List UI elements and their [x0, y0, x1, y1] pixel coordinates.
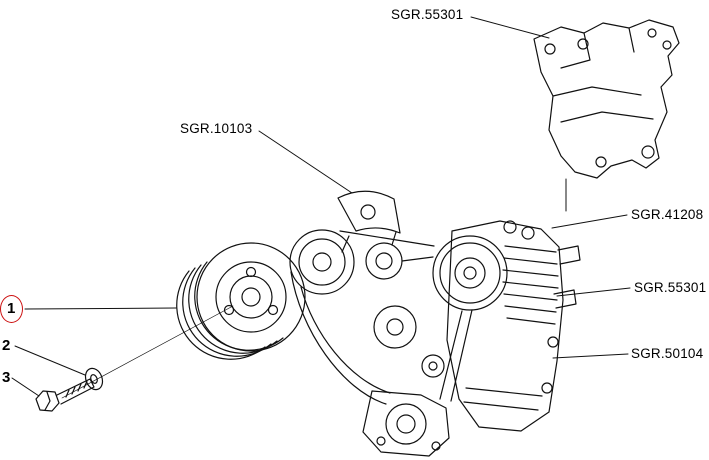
washer-drawing	[84, 367, 104, 391]
tensioner-drawing	[289, 190, 403, 295]
item-number-3: 3	[2, 369, 11, 386]
bolt-drawing	[35, 378, 95, 412]
highlight-circle-item-1	[0, 295, 23, 323]
bracket-drawing	[533, 19, 680, 179]
leader-lines	[11, 16, 631, 397]
pulley-drawing	[176, 242, 306, 360]
belt-drawing	[290, 230, 473, 405]
item-number-2: 2	[2, 337, 11, 354]
engine-assembly-drawing	[432, 220, 581, 432]
part-label-sgr-41208: SGR.41208	[631, 207, 704, 222]
part-label-sgr-10103: SGR.10103	[180, 121, 253, 136]
part-label-sgr-50104: SGR.50104	[631, 346, 704, 361]
assembly-axis-line	[61, 305, 234, 399]
part-label-sgr-55301-top: SGR.55301	[391, 7, 464, 22]
part-label-sgr-55301-right: SGR.55301	[634, 280, 707, 295]
item-number-1: 1	[7, 300, 16, 317]
pump-drawing	[362, 390, 450, 457]
